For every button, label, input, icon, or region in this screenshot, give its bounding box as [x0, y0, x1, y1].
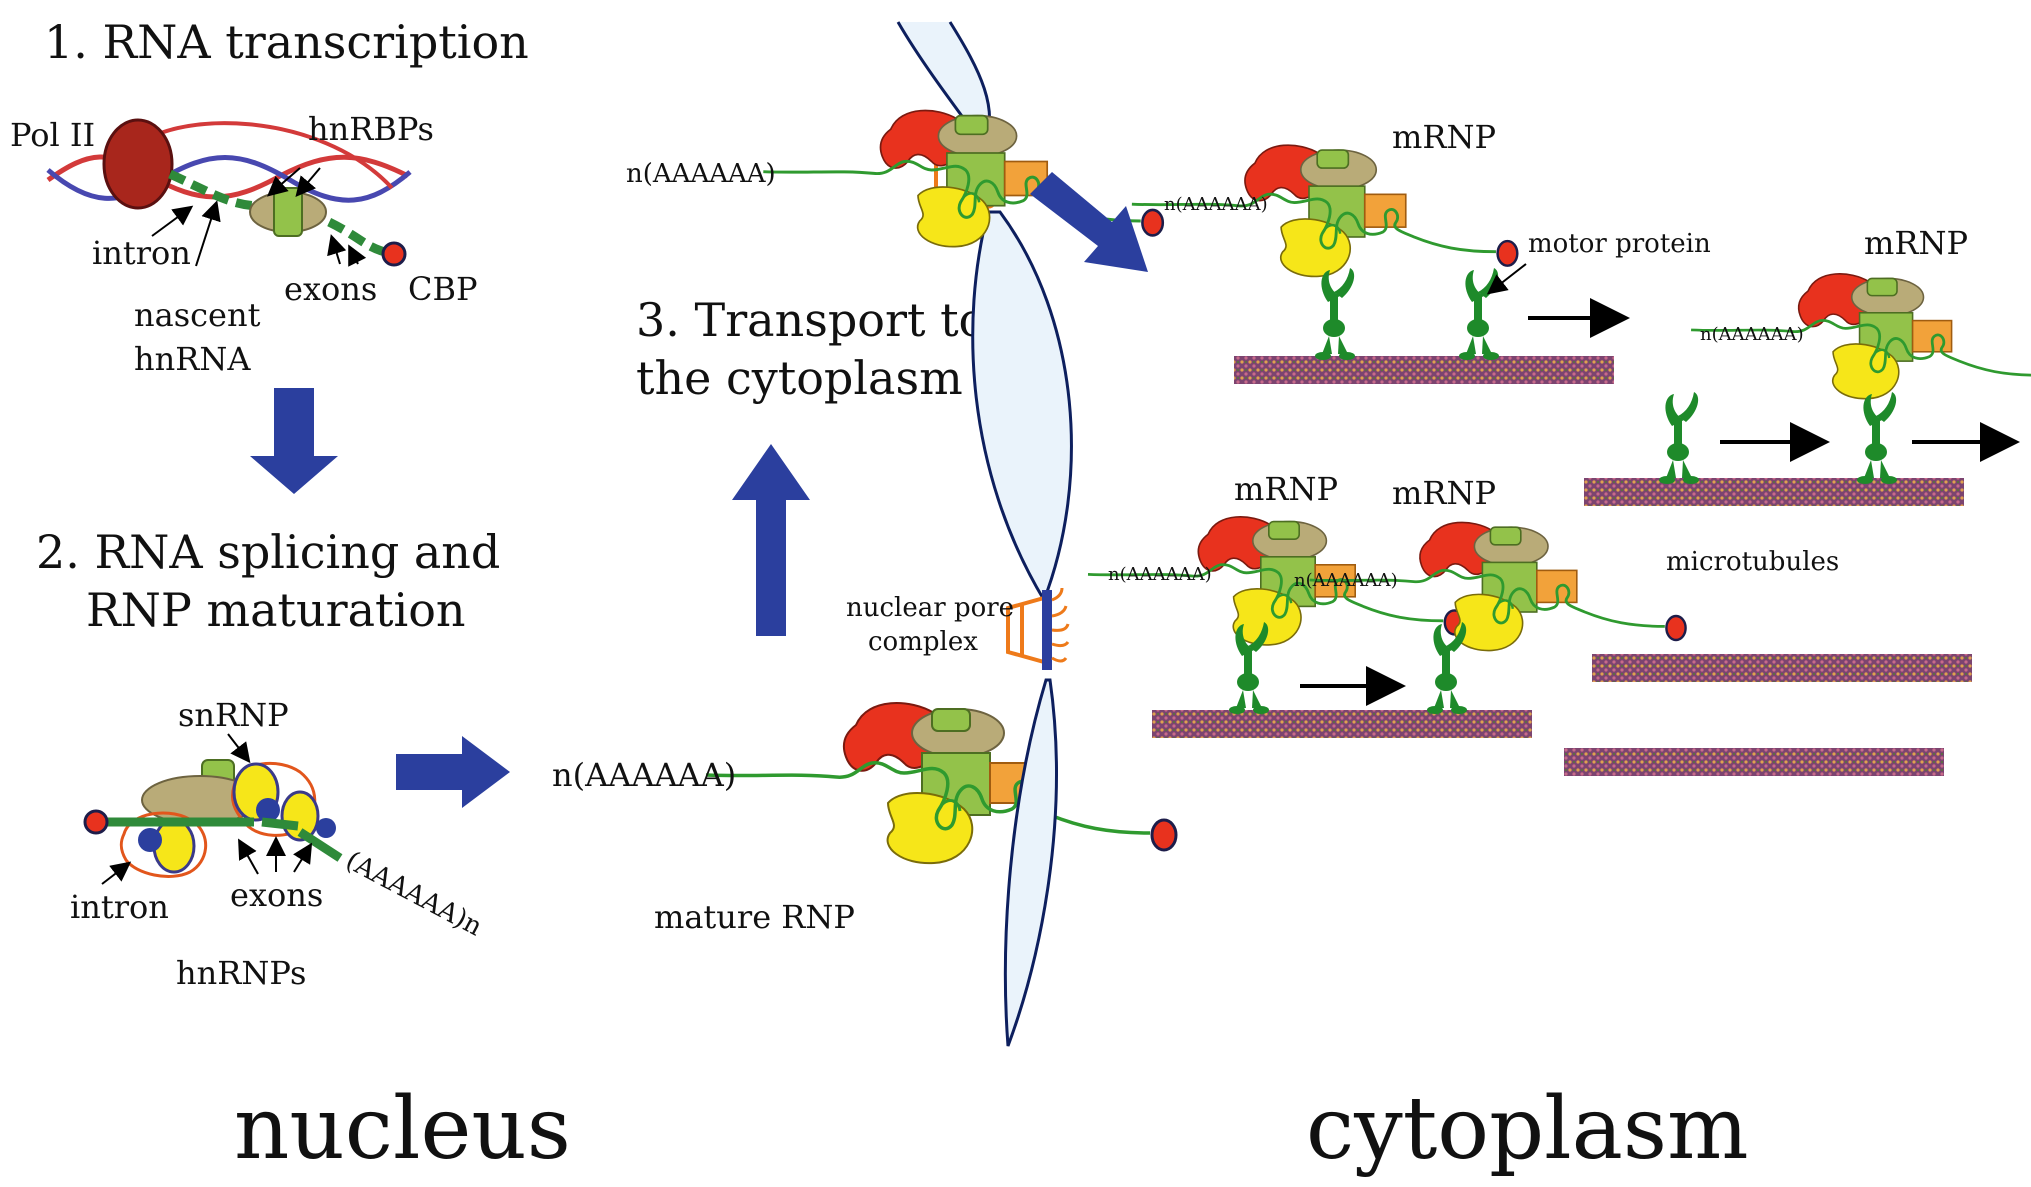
- snrnp-label: snRNP: [178, 696, 289, 734]
- polya-c1-label: n(AAAAAA): [1164, 194, 1268, 215]
- hnrbp-green: [273, 187, 303, 237]
- polya-mature-label: n(AAAAAA): [552, 756, 736, 794]
- mrnp-label-3: mRNP: [1234, 470, 1338, 508]
- step1-transcription: 1. RNA transcription Pol II hnRBPs intro…: [10, 15, 529, 378]
- motor-2: [1857, 392, 1897, 484]
- mature-rnp-label: mature RNP: [654, 898, 855, 936]
- microtubule-4: [1592, 654, 1972, 682]
- exon-right-tail: [297, 828, 343, 862]
- cbp-label: CBP: [408, 270, 478, 308]
- mrnp-cytoplasm-2: mRNP n(AAAAAA): [1689, 224, 2031, 484]
- mrnp-label-1: mRNP: [1392, 118, 1496, 156]
- arrow-step2-to-mature: [396, 736, 510, 808]
- nuclear-pore-bottom: [1006, 586, 1070, 672]
- cbp-cap-2: [83, 809, 109, 835]
- npc-label-line1: nuclear pore: [846, 593, 1014, 623]
- mrnp-cytoplasm-1: mRNP n(AAAAAA): [1130, 118, 1519, 360]
- hnrbps-label: hnRBPs: [308, 110, 434, 148]
- mature-rnp-complex: [704, 701, 1178, 865]
- nascent-label: nascent: [134, 296, 261, 334]
- cytoplasm-region: mRNP n(AAAAAA) motor protein mRNP n(AAAA…: [1086, 118, 2031, 776]
- snrnp-orange-outline-left: [119, 811, 208, 878]
- step3-title-line2: the cytoplasm: [636, 351, 963, 405]
- dna-strand-blue: [46, 155, 412, 203]
- envelope-lobe-middle: [971, 210, 1073, 604]
- hnrnps-label: hnRNPs: [176, 954, 306, 992]
- snrnp-blue-3: [138, 828, 162, 852]
- hnrna-label: hnRNA: [134, 340, 251, 378]
- step3-title-line1: 3. Transport to: [636, 293, 986, 347]
- motor-protein-label: motor protein: [1528, 229, 1711, 259]
- intron-label-2: intron: [70, 888, 169, 926]
- arrow-pore-to-cytoplasm: [1030, 172, 1148, 272]
- motor-label-pointer: [1486, 263, 1527, 295]
- mrnp-label-4: mRNP: [1392, 474, 1496, 512]
- arrow-step1-to-step2: [250, 388, 338, 494]
- polya-pore-label: n(AAAAAA): [626, 159, 776, 189]
- rnp-at-pore: n(AAAAAA): [626, 109, 1165, 249]
- mature-rnp-group: n(AAAAAA) mature RNP: [552, 701, 1178, 936]
- pol-ii-enzyme: [102, 118, 174, 210]
- nucleus-label: nucleus: [234, 1079, 571, 1179]
- intron-label-1: intron: [92, 234, 191, 272]
- envelope-lobe-bottom: [1003, 678, 1058, 1047]
- polya-c4-label: n(AAAAAA): [1294, 570, 1398, 591]
- motor-free-2: [1659, 392, 1699, 484]
- mrnp-cytoplasm-3: mRNP n(AAAAAA): [1086, 470, 1466, 714]
- step2-title-line2: RNP maturation: [86, 583, 466, 637]
- npc-label-line2: complex: [868, 627, 978, 657]
- microtubule-3: [1152, 710, 1532, 738]
- dna-strand-red: [46, 154, 410, 200]
- cytoplasm-label: cytoplasm: [1306, 1079, 1749, 1179]
- polya-c2-label: n(AAAAAA): [1700, 324, 1804, 345]
- snrnp-blue-2: [316, 818, 336, 838]
- mrnp-label-2: mRNP: [1864, 224, 1968, 262]
- microtubule-5: [1564, 748, 1944, 776]
- exons-label-2: exons: [230, 876, 323, 914]
- polya-tail-label: (AAAAAA)n: [341, 846, 487, 943]
- arrow-mature-to-step3: [732, 444, 810, 636]
- pol-ii-label: Pol II: [10, 116, 95, 154]
- microtubules-label: microtubules: [1666, 547, 1839, 577]
- motor-1: [1315, 268, 1355, 360]
- step3-transport: 3. Transport to the cytoplasm: [636, 293, 986, 405]
- step1-title: 1. RNA transcription: [44, 15, 529, 69]
- motor-4: [1427, 622, 1467, 714]
- step2-pointer-lines: [101, 733, 313, 885]
- nuclear-envelope: nuclear pore complex: [846, 21, 1073, 1047]
- step2-splicing: 2. RNA splicing and RNP maturation snRNP…: [36, 525, 500, 992]
- exons-label-1: exons: [284, 270, 377, 308]
- cbp-cap: [381, 241, 407, 267]
- microtubule-2: [1584, 478, 1964, 506]
- mrnp-cytoplasm-4: mRNP n(AAAAAA): [1294, 474, 1687, 714]
- nascent-hnrna-strand: [168, 169, 395, 259]
- microtubule-1: [1234, 356, 1614, 384]
- step1-pointer-lines: [151, 167, 367, 267]
- polya-c3-label: n(AAAAAA): [1108, 564, 1212, 585]
- motor-free-1: [1459, 268, 1499, 360]
- exon-middle: [261, 817, 299, 831]
- step2-title-line1: 2. RNA splicing and: [36, 525, 500, 579]
- snrnp-blue-1: [256, 798, 280, 822]
